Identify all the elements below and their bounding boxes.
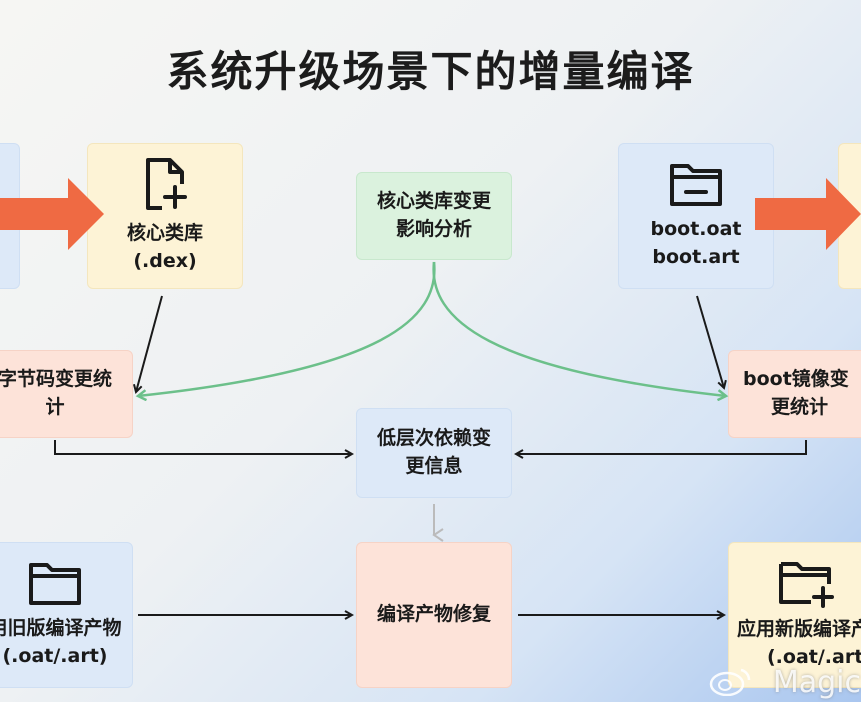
orange-arrow-right bbox=[755, 178, 861, 250]
folder-icon bbox=[670, 164, 722, 207]
weibo-icon bbox=[709, 668, 751, 696]
low-dep-box: 低层次依赖变 更信息 bbox=[356, 408, 512, 498]
new-artifacts-ext: (.oat/.art) bbox=[767, 646, 861, 668]
boot-image-stats-label: boot镜像变 bbox=[743, 368, 849, 391]
boot-image-stats-label2: 更统计 bbox=[771, 396, 829, 418]
low-dep-label: 低层次依赖变 bbox=[376, 427, 491, 450]
core-lib-label: 核心类库 bbox=[126, 222, 203, 245]
arrow-bootstats-to-lowdep bbox=[516, 440, 807, 454]
orange-arrow-left bbox=[0, 178, 104, 250]
boot-art-label: boot.art bbox=[652, 246, 740, 268]
core-change-box: 核心类库变更 影响分析 bbox=[356, 172, 512, 260]
file-plus-icon bbox=[146, 158, 188, 211]
core-change-label2: 影响分析 bbox=[395, 218, 472, 240]
arrow-core-to-bytecode bbox=[136, 295, 163, 392]
arrow-bytecode-to-lowdep bbox=[54, 440, 352, 454]
bytecode-stats-label: 字节码变更统 bbox=[0, 368, 112, 391]
green-curve-right bbox=[432, 261, 726, 396]
repair-label: 编译产物修复 bbox=[376, 603, 491, 626]
old-artifacts-ext: (.oat/.art) bbox=[2, 645, 108, 667]
folder-icon bbox=[29, 563, 81, 606]
old-artifacts-label: 用旧版编译产物 bbox=[0, 617, 122, 640]
boot-files-box: boot.oat boot.art bbox=[618, 143, 774, 289]
boot-oat-label: boot.oat bbox=[650, 218, 742, 241]
new-artifacts-label: 应用新版编译产 bbox=[737, 618, 861, 641]
boot-image-stats-box: boot镜像变 更统计 bbox=[728, 350, 861, 438]
page-title: 系统升级场景下的增量编译 bbox=[166, 47, 695, 96]
core-change-label: 核心类库变更 bbox=[376, 190, 491, 213]
repair-box: 编译产物修复 bbox=[356, 542, 512, 688]
low-dep-label2: 更信息 bbox=[405, 455, 463, 477]
watermark-text: Magic bbox=[772, 665, 861, 700]
old-artifacts-box: 用旧版编译产物 (.oat/.art) bbox=[0, 542, 133, 688]
bytecode-stats-box: 字节码变更统 计 bbox=[0, 350, 133, 438]
core-lib-ext: (.dex) bbox=[133, 250, 197, 272]
new-artifacts-box: 应用新版编译产 (.oat/.art) bbox=[728, 542, 861, 688]
green-curve-left bbox=[138, 261, 436, 396]
folder-plus-icon bbox=[779, 562, 834, 609]
bytecode-stats-label2: 计 bbox=[45, 396, 65, 418]
arrow-boot-to-stats bbox=[696, 295, 724, 388]
